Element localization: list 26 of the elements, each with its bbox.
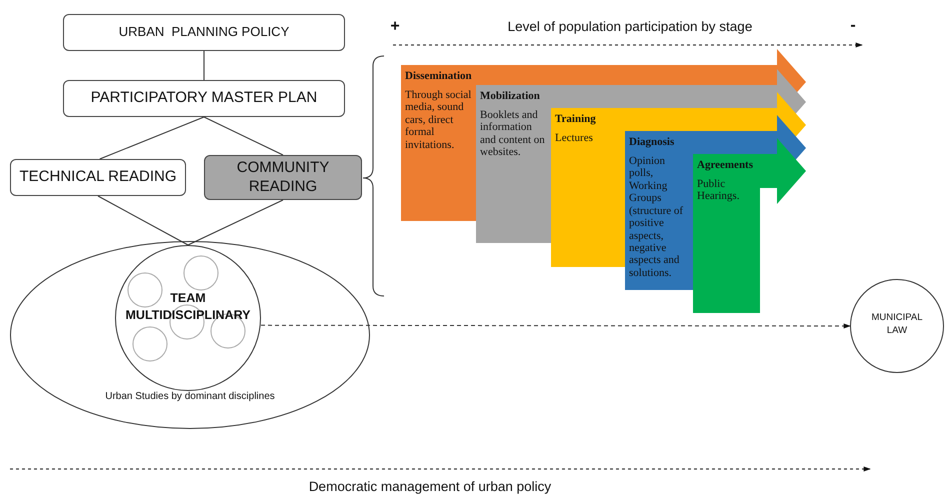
axis-title: Democratic management of urban policy bbox=[308, 479, 552, 494]
arrow bbox=[260, 324, 851, 328]
stage-heading: Diagnosis bbox=[629, 136, 674, 148]
node-label: MUNICIPAL LAW bbox=[870, 312, 924, 338]
connector-line bbox=[98, 196, 188, 246]
axis-title: Level of population participation by stage bbox=[506, 19, 754, 34]
process-box: URBAN PLANNING POLICY bbox=[63, 14, 345, 51]
node-label: Urban Studies by dominant disciplines bbox=[104, 390, 276, 404]
connector-line bbox=[99, 116, 204, 160]
stage-description: Through social media, sound cars, direct formal invitations. bbox=[405, 89, 472, 152]
stage-heading: Dissemination bbox=[405, 70, 472, 82]
stage-description: Lectures bbox=[555, 132, 594, 144]
process-box: PARTICIPATORY MASTER PLAN bbox=[63, 80, 345, 117]
node-label: TEAM MULTIDISCIPLINARY bbox=[124, 290, 252, 324]
plus-sign: + bbox=[389, 18, 401, 36]
stage-heading: Mobilization bbox=[480, 90, 540, 102]
process-box: TECHNICAL READING bbox=[10, 159, 186, 196]
minus-sign: - bbox=[849, 17, 857, 35]
stage-description: Booklets and information and content on websites. bbox=[480, 109, 546, 159]
process-box: COMMUNITY READING bbox=[204, 155, 362, 200]
stage-description: Public Hearings. bbox=[697, 178, 740, 203]
connector-line bbox=[204, 116, 284, 156]
stage-heading: Training bbox=[555, 113, 596, 125]
stage-heading: Agreements bbox=[697, 159, 753, 171]
connector-line bbox=[188, 200, 284, 246]
stage-description: Opinion polls, Working Groups (structure of positive aspects, negative aspects and solutions. bbox=[629, 155, 684, 280]
